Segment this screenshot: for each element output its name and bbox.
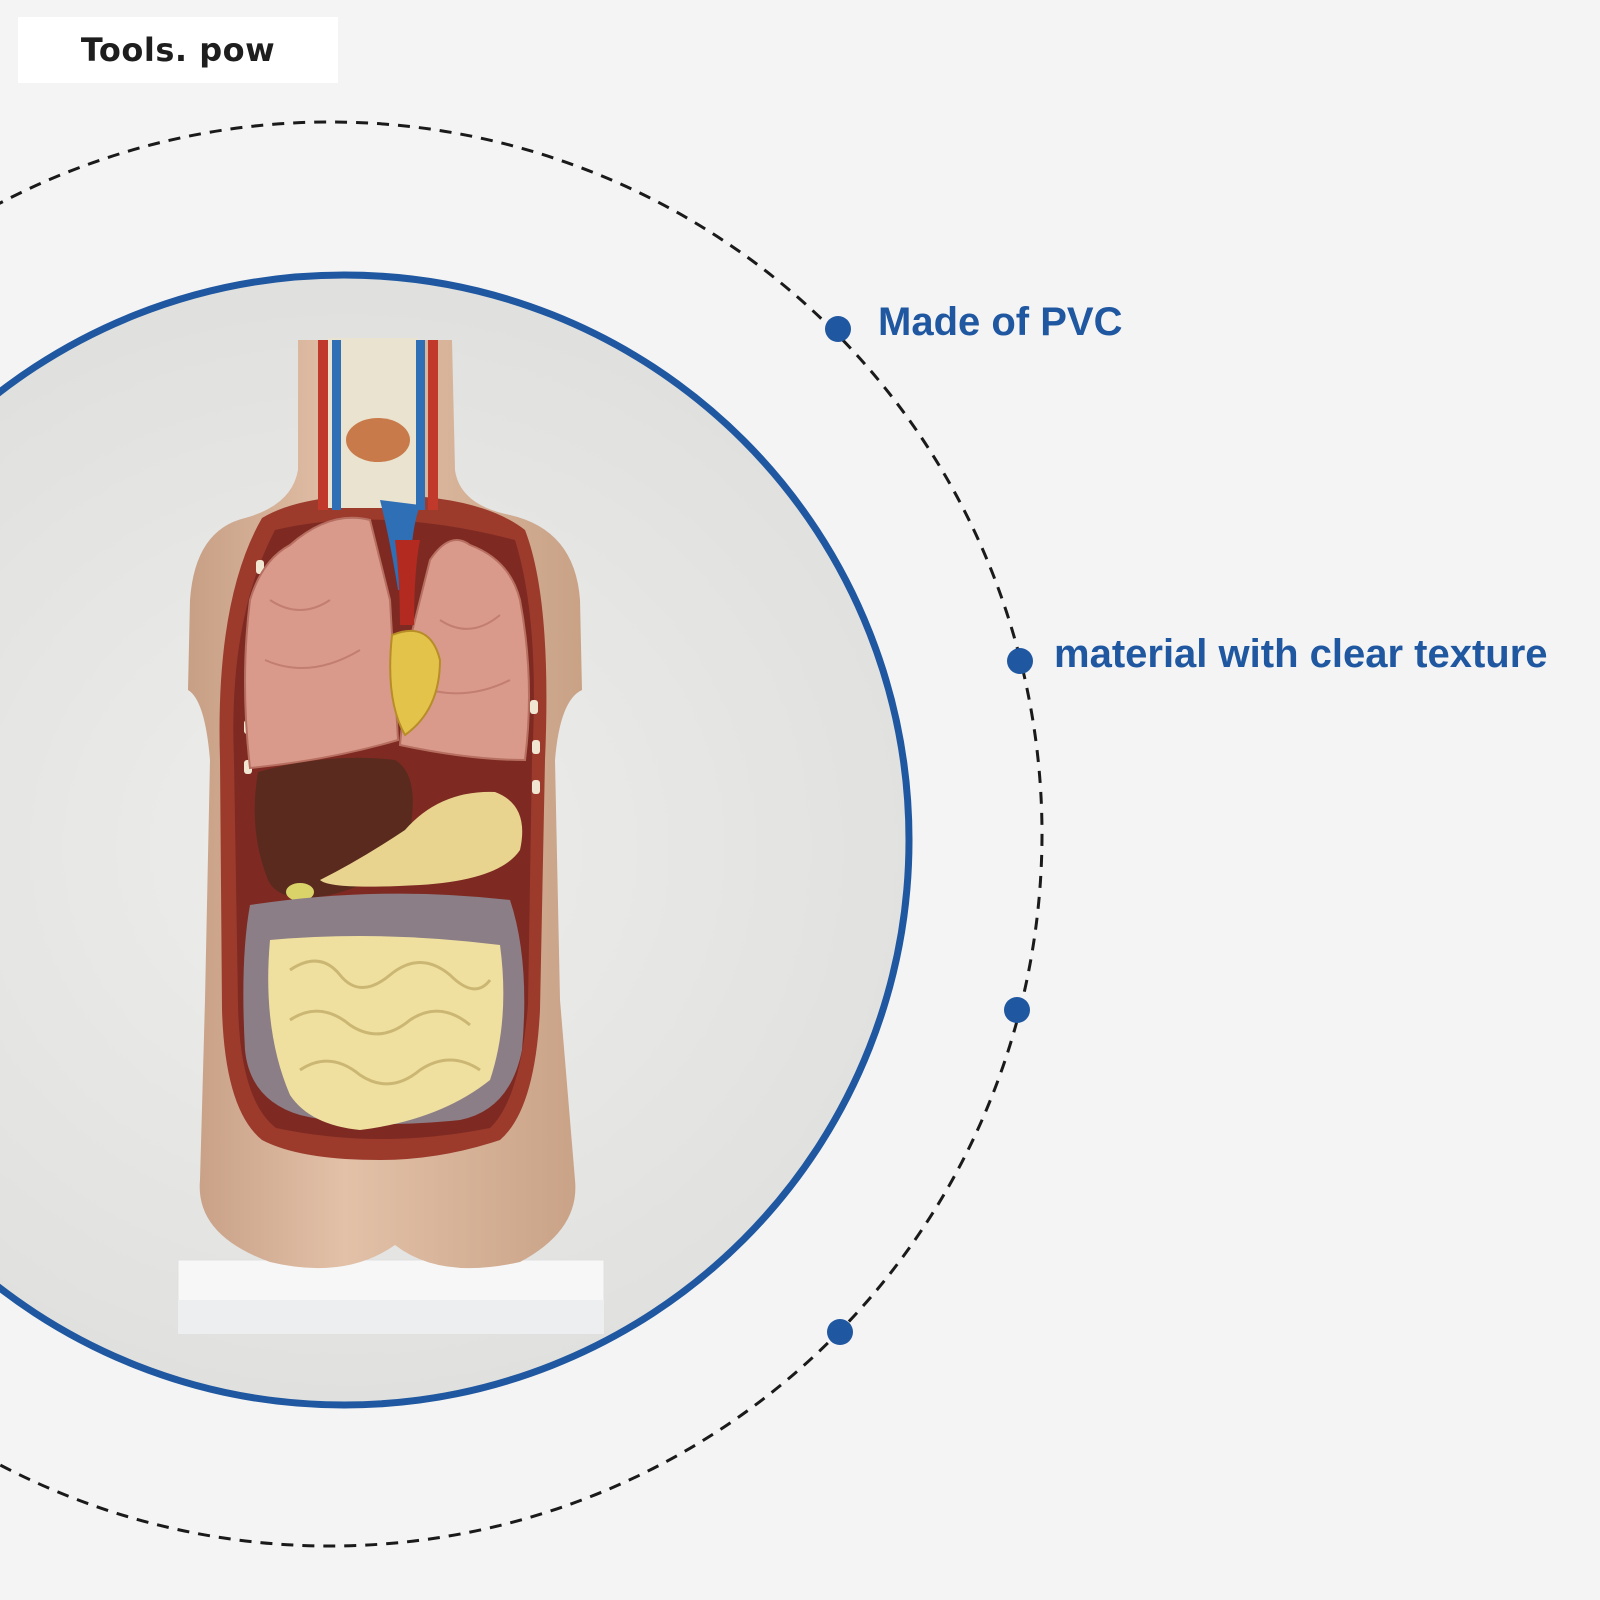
ring-dot-3 — [1004, 997, 1030, 1023]
gallbladder — [286, 883, 314, 901]
feature-text-pvc: Made of PVC — [878, 300, 1123, 344]
product-photo — [0, 278, 906, 1402]
stomach — [320, 791, 523, 887]
ring-dot-4 — [827, 1319, 853, 1345]
carotid-artery — [318, 340, 328, 510]
feature-text-texture: material with clear texture — [1054, 632, 1548, 676]
left-lung — [398, 539, 530, 762]
right-lung — [244, 516, 400, 770]
heart — [389, 630, 442, 737]
photo-frame-ring — [0, 271, 913, 1409]
brand-label-box: Tools. pow — [18, 17, 338, 83]
dashed-orbit-ring — [0, 120, 1044, 1548]
thyroid-gland — [346, 418, 410, 462]
feature-dot-2 — [1007, 648, 1033, 674]
brand-label: Tools. pow — [80, 31, 276, 69]
jugular-vein — [332, 340, 341, 510]
feature-dot-1 — [825, 316, 851, 342]
